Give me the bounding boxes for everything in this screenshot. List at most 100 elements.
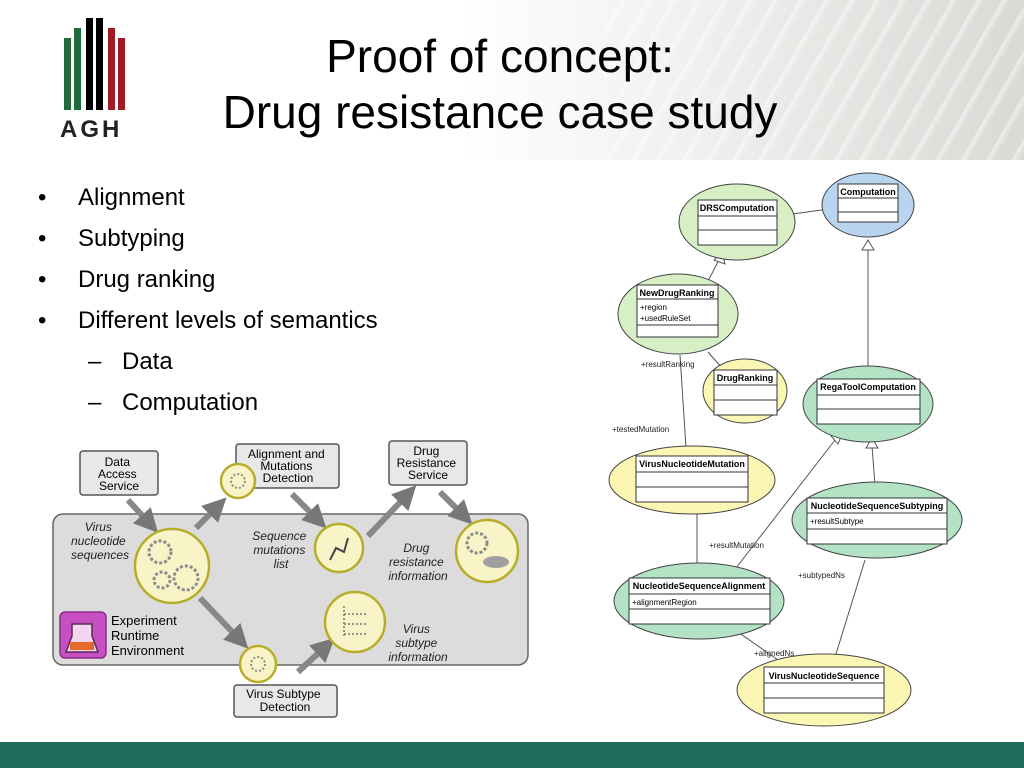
drug-info-circle [454,518,520,584]
arrow-list-to-drug [365,485,417,539]
subtype-detection-label-2: Detection [260,700,311,714]
virus-nucleotide-mutation-node [608,445,776,515]
gear-icon [465,531,489,555]
nucleotide-sequences-circle [133,527,211,605]
slide-title: Proof of concept: Drug resistance case s… [150,28,850,140]
slide-header [0,0,1024,160]
nucleotide-sequence-alignment-class: NucleotideSequenceAlignment [633,581,766,591]
computation-node [821,172,915,238]
alignment-label-3: Detection [263,471,314,485]
alignment-label-1: Alignment and [248,447,325,461]
drug-info-label-1: Drug [403,541,429,555]
new-drug-ranking-attr: +region [640,303,667,312]
subtype-info-label-3: information [388,650,448,664]
runtime-environment-panel [52,513,529,666]
sequences-label-1: Virus [85,520,112,534]
mutations-label-3: list [274,557,289,571]
generalization-line [706,257,721,284]
slide-footer-bar [0,742,1024,768]
tree-icon [343,606,366,638]
bullet-list: Alignment Subtyping Drug ranking Differe… [38,180,378,426]
sub-bullet-item: Computation [38,385,378,426]
gear-icon [172,564,200,592]
title-line-1: Proof of concept: [326,30,674,82]
drug-service-label-3: Service [408,468,448,482]
association-line [679,354,687,449]
association-line [707,351,723,369]
virus-nucleotide-mutation-class: VirusNucleotideMutation [639,459,745,469]
association-line [737,631,779,661]
role-label: +subtypedNs [798,571,845,580]
svg-text:Alignment and Mutations: Alignment and Mutations Detection [248,447,328,485]
generalization-line [871,445,876,486]
logo-bars-icon [64,18,125,110]
alignment-process-circle [219,462,257,500]
mutations-label-1: Sequence [252,529,306,543]
role-label: +testedMutation [612,425,669,434]
data-access-label-1: Data [105,455,131,469]
drs-computation-node [678,183,796,261]
new-drug-ranking-node [617,273,739,355]
sequences-label-3: sequences [71,548,129,562]
nucleotide-sequence-alignment-node [613,562,785,640]
association-line [777,207,837,217]
svg-text:Sequence mutations lis: Sequence mutations list [252,529,309,571]
association-arrow-icon [827,203,840,214]
gear-icon [250,656,266,672]
gear-icon [147,539,173,565]
inheritance-arrow-icon [713,251,726,265]
svg-text:Drug Resistance Servic: Drug Resistance Service [397,444,460,482]
nucleotide-sequence-subtyping-attr: +resultSubtype [810,517,864,526]
flask-icon [59,611,107,659]
new-drug-ranking-attr: +usedRuleSet [640,314,691,323]
subtype-detection-label-1: Virus Subtype [246,687,321,701]
drug-ranking-class: DrugRanking [717,373,774,383]
arrow-drug-to-info [437,489,473,525]
experiment-label-3: Environment [111,643,184,658]
arrow-subtype-to-info [295,637,335,675]
agh-logo [64,18,125,110]
mutations-list-circle [313,522,365,574]
virus-nucleotide-sequence-class: VirusNucleotideSequence [769,671,880,681]
alignment-label-2: Mutations [260,459,312,473]
subtype-info-label-1: Virus [403,622,430,636]
new-drug-ranking-class: NewDrugRanking [639,288,714,298]
title-line-2: Drug resistance case study [222,86,778,138]
bullet-item: Alignment [38,180,378,221]
role-label: +resultRanking [641,360,695,369]
bullet-item: Drug ranking [38,262,378,303]
virus-nucleotide-sequence-node [736,653,912,727]
svg-text:Virus subtype informat: Virus subtype information [388,622,448,664]
role-label: +alignedNs [754,649,794,658]
svg-text:Data Access Service: Data Access Service [98,455,140,493]
drug-resistance-service-box [388,440,468,486]
inheritance-arrow-icon [830,431,844,445]
sub-bullet-item: Data [38,344,378,385]
svg-text:Virus nucleotide seque: Virus nucleotide sequences [71,520,129,562]
drs-computation-class: DRSComputation [700,203,775,213]
virus-subtype-detection-box [233,684,338,718]
drug-service-label-1: Drug [413,444,439,458]
role-label: +resultMutation [709,541,764,550]
rega-tool-computation-node [802,365,934,443]
association-line [835,559,866,655]
nucleotide-sequence-subtyping-class: NucleotideSequenceSubtyping [811,501,944,511]
experiment-label-2: Runtime [111,628,159,643]
bullet-item: Different levels of semantics [38,303,378,344]
svg-text:Experiment Runtime Env: Experiment Runtime Environment [111,613,184,658]
nucleotide-sequence-alignment-attr: +alignmentRegion [632,598,697,607]
subtype-process-circle [238,644,278,684]
alignment-detection-box [235,443,340,489]
computation-class: Computation [840,187,896,197]
arrow-sequences-to-alignment [193,497,227,531]
generalization-line [735,439,836,569]
arrow-alignment-to-list [289,491,327,529]
header-decoration [604,0,1024,160]
data-access-service-box [79,450,159,496]
svg-text:Drug resistance inform: Drug resistance information [388,541,448,583]
drug-info-label-2: resistance [389,555,444,569]
gear-icon [152,570,172,590]
arrow-data-to-sequences [125,497,159,533]
gear-icon [230,473,246,489]
experiment-label-1: Experiment [111,613,177,628]
